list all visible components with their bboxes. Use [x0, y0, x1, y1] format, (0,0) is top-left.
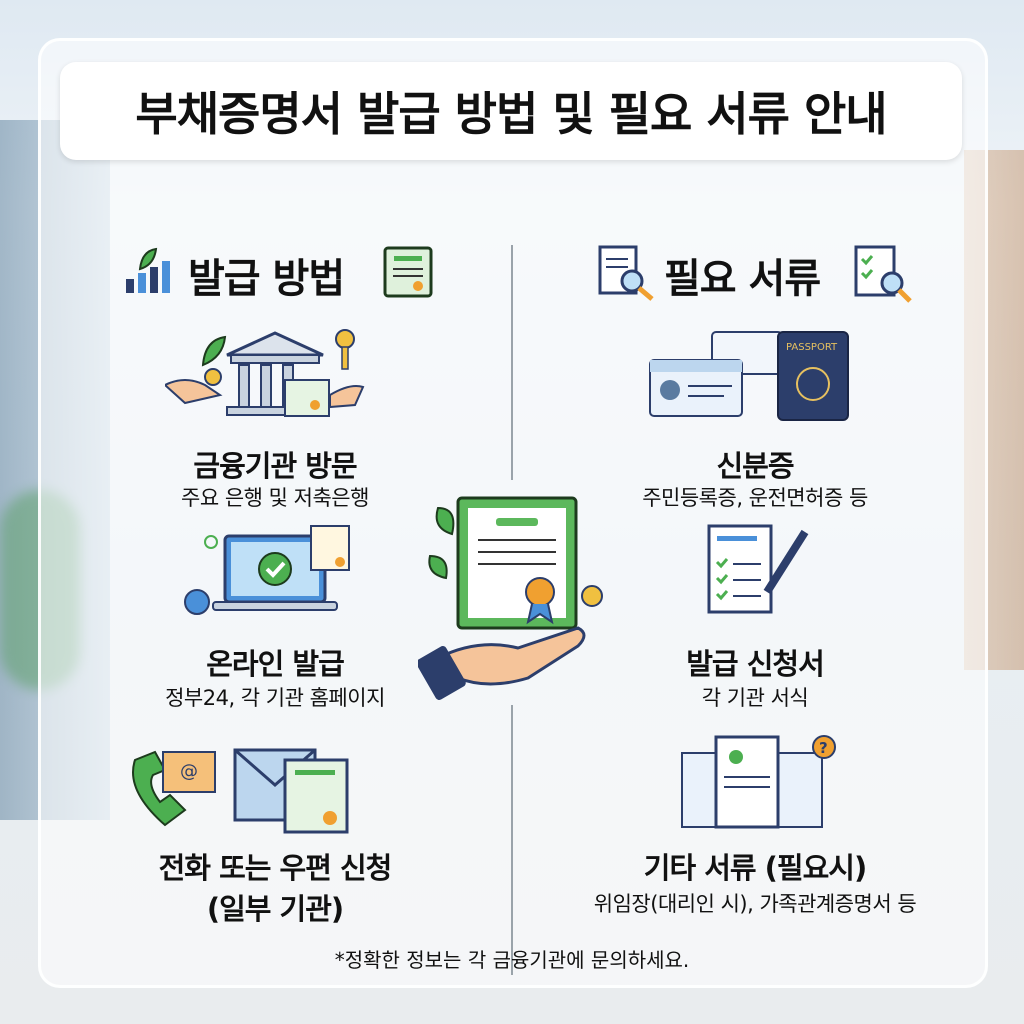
document-subtitle-other: 위임장(대리인 시), 가족관계증명서 등 [593, 892, 917, 916]
passport-label: PASSPORT [786, 342, 838, 353]
document-title-other: 기타 서류 (필요시) [643, 851, 867, 885]
footnote: *정확한 정보는 각 금융기관에 문의하세요. [334, 948, 690, 972]
laptop-check-icon [184, 525, 350, 615]
checklist-search-icon [854, 245, 912, 303]
document-search-icon [598, 245, 654, 301]
certificate-hand-icon [418, 496, 603, 700]
title-box: 부채증명서 발급 방법 및 필요 서류 안내 [60, 62, 962, 160]
document-subtitle-id: 주민등록증, 운전면허증 등 [642, 486, 868, 510]
divider-bottom [511, 705, 513, 975]
id-card-passport-icon: PASSPORT [649, 331, 849, 421]
page-title: 부채증명서 발급 방법 및 필요 서류 안내 [135, 87, 887, 141]
method-title-phone-mail-note: (일부 기관) [206, 892, 344, 926]
bank-icon [165, 329, 365, 417]
section-heading-methods: 발급 방법 [188, 256, 345, 302]
divider-top [511, 245, 513, 480]
method-title-online: 온라인 발급 [206, 647, 345, 681]
certificate-icon [383, 246, 433, 298]
growth-chart-icon [126, 247, 170, 293]
document-title-id: 신분증 [716, 449, 794, 483]
documents-question-icon: ? [681, 735, 836, 829]
method-subtitle-online: 정부24, 각 기관 홈페이지 [165, 686, 385, 710]
info-panel [38, 38, 988, 988]
svg-text:@: @ [180, 761, 198, 782]
method-subtitle-visit: 주요 은행 및 저축은행 [181, 486, 369, 510]
phone-mail-icon: @ [132, 748, 349, 834]
document-subtitle-application: 각 기관 서식 [701, 686, 809, 710]
document-title-application: 발급 신청서 [686, 647, 825, 681]
method-title-visit: 금융기관 방문 [193, 449, 357, 483]
application-form-icon [707, 524, 809, 614]
method-title-phone-mail: 전화 또는 우편 신청 [158, 851, 393, 885]
svg-text:?: ? [819, 739, 828, 757]
section-heading-documents: 필요 서류 [664, 256, 821, 302]
